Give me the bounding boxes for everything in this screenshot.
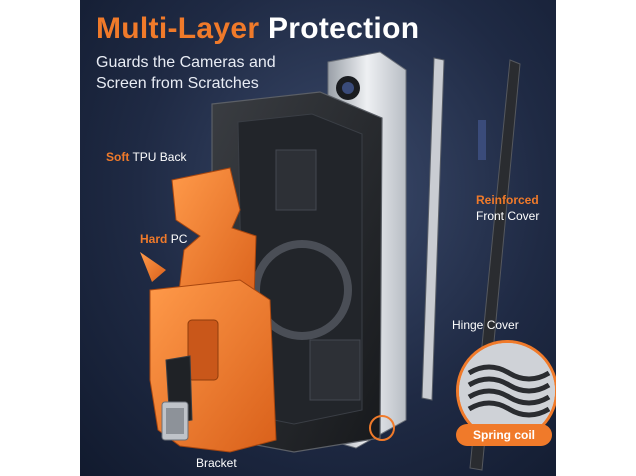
front-cover-panel (421, 57, 445, 401)
headline-accent: Multi-Layer (96, 12, 260, 45)
bracket-part (161, 401, 189, 441)
label-soft-tpu-accent: Soft (106, 150, 130, 164)
label-reinforced-rest: Front Cover (476, 209, 540, 223)
label-hinge-cover: Hinge Cover (452, 318, 519, 332)
product-stage: Multi-Layer Protection Guards the Camera… (80, 0, 556, 476)
hinge-highlight (369, 415, 395, 441)
label-hard-pc: Hard PC (140, 232, 187, 246)
spring-coil-badge: Spring coil (456, 424, 552, 446)
label-soft-tpu-back: Soft TPU Back (106, 150, 186, 164)
subtitle: Guards the Cameras and Screen from Scrat… (96, 52, 316, 94)
label-bracket: Bracket (196, 456, 237, 470)
label-hard-pc-rest: PC (170, 232, 188, 246)
label-reinforced-front-cover: Reinforced Front Cover (476, 192, 539, 224)
subtitle-line-2: Screen from Scratches (96, 75, 259, 92)
headline: Multi-Layer Protection (96, 12, 419, 46)
label-soft-tpu-rest: TPU Back (132, 150, 187, 164)
label-reinforced-accent: Reinforced (476, 193, 539, 207)
headline-rest: Protection (267, 12, 420, 45)
label-hard-pc-accent: Hard (140, 232, 168, 246)
spring-coil-illustration (459, 343, 555, 439)
subtitle-line-1: Guards the Cameras and (96, 54, 276, 71)
